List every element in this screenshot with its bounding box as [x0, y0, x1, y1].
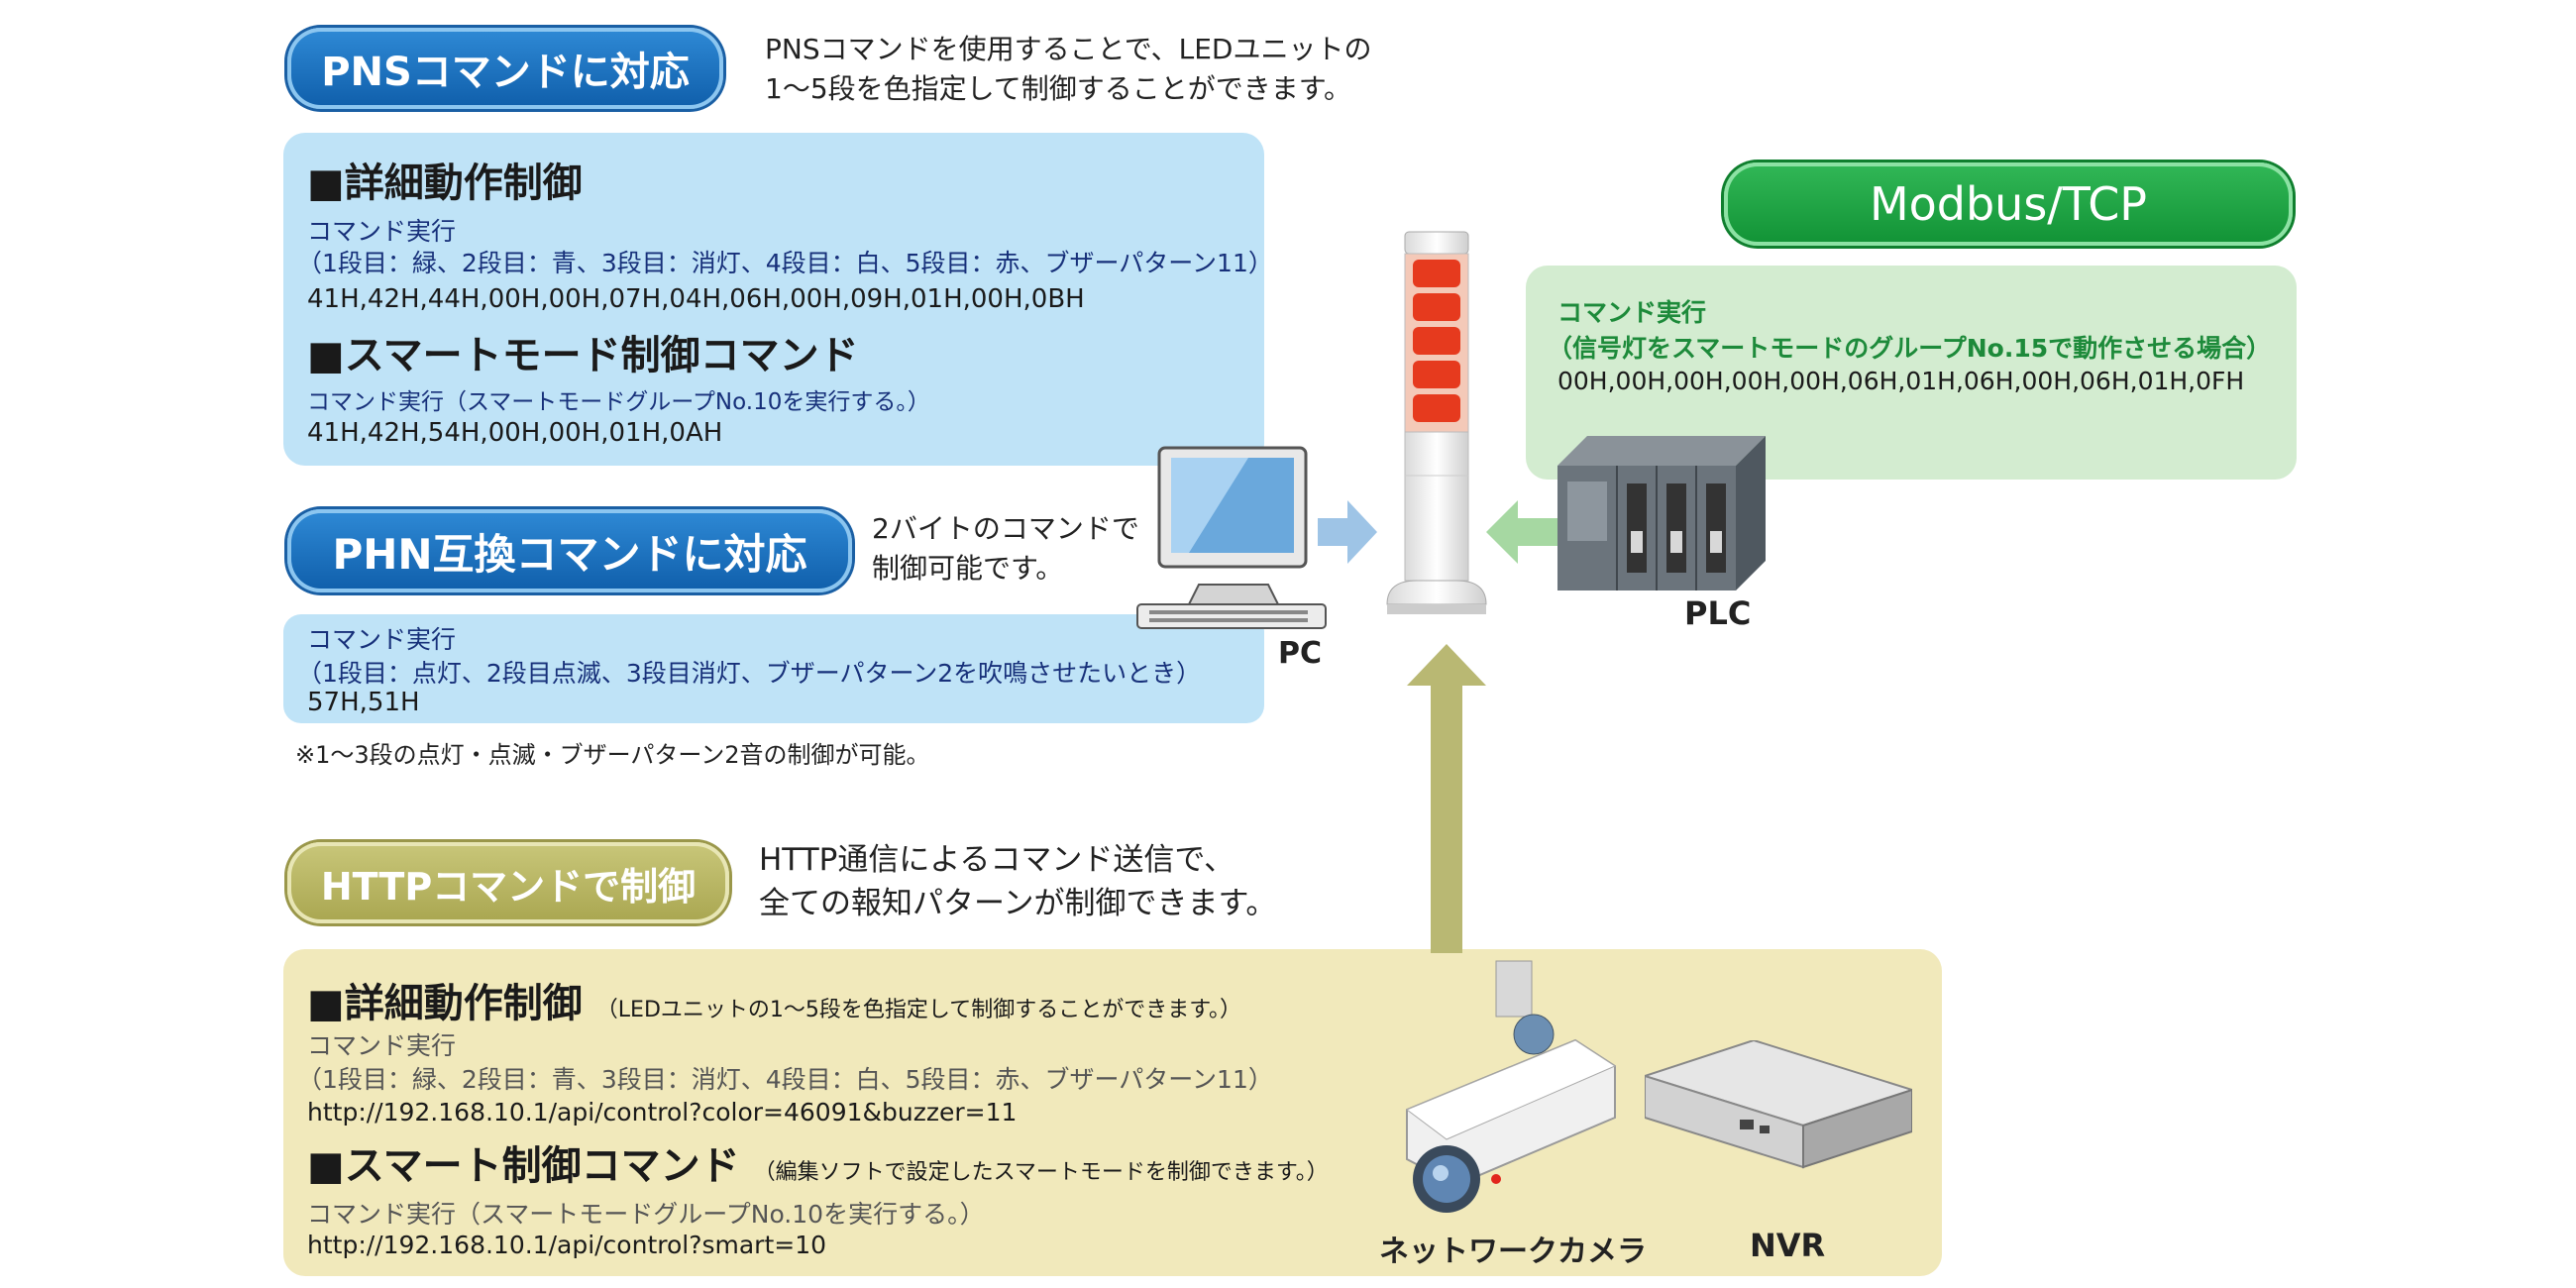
http-detail-cmd-label: コマンド実行 [307, 1031, 457, 1060]
http-detail-heading: ■詳細動作制御 （LEDユニットの1〜5段を色指定して制御することができます。） [307, 971, 1241, 1028]
phn-code: 57H,51H [307, 688, 420, 717]
plc-to-tower-arrow [1486, 500, 1563, 564]
phn-desc-line1: 2バイトのコマンドで [872, 512, 1139, 545]
pns-smart-heading: ■スマートモード制御コマンド [307, 333, 859, 378]
http-smart-heading: ■スマート制御コマンド （編集ソフトで設定したスマートモードを制御できます。） [307, 1133, 1329, 1191]
http-desc: HTTP通信によるコマンド送信で、 全ての報知パターンが制御できます。 [759, 838, 1276, 925]
nvr-label: NVR [1750, 1227, 1826, 1264]
http-pill: HTTPコマンドで制御 [287, 842, 729, 923]
plc-label: PLC [1684, 594, 1752, 632]
modbus-cmd-desc: （信号灯をスマートモードのグループNo.15で動作させる場合） [1548, 334, 2272, 363]
http-desc-line2: 全ての報知パターンが制御できます。 [759, 886, 1277, 921]
http-detail-heading-text: ■詳細動作制御 [307, 981, 583, 1026]
pns-desc-line1: PNSコマンドを使用することで、LEDユニットの [765, 33, 1372, 65]
pns-detail-cmd-desc: （1段目：緑、2段目：青、3段目：消灯、4段目：白、5段目：赤、ブザーパターン1… [297, 249, 1273, 277]
modbus-code: 00H,00H,00H,00H,00H,06H,01H,06H,00H,06H,… [1557, 367, 2245, 395]
http-smart-url: http://192.168.10.1/api/control?smart=10 [307, 1231, 827, 1259]
http-detail-url: http://192.168.10.1/api/control?color=46… [307, 1098, 1018, 1127]
http-detail-cmd-desc: （1段目：緑、2段目：青、3段目：消灯、4段目：白、5段目：赤、ブザーパターン1… [297, 1065, 1273, 1094]
camera-label: ネットワークカメラ [1379, 1234, 1647, 1269]
pns-desc-line2: 1〜5段を色指定して制御することができます。 [765, 72, 1351, 105]
http-detail-heading-note: （LEDユニットの1〜5段を色指定して制御することができます。） [595, 998, 1242, 1022]
pc-icon [1136, 446, 1327, 629]
pc-to-tower-arrow [1318, 500, 1377, 564]
phn-cmd-desc: （1段目：点灯、2段目点滅、3段目消灯、ブザーパターン2を吹鳴させたいとき） [297, 659, 1202, 688]
pns-pill: PNSコマンドに対応 [287, 28, 723, 109]
plc-icon [1557, 436, 1766, 590]
nvr-icon [1645, 1040, 1912, 1169]
signal-tower-icon [1386, 231, 1487, 614]
phn-cmd-label: コマンド実行 [307, 625, 457, 654]
phn-desc: 2バイトのコマンドで 制御可能です。 [872, 509, 1139, 589]
pc-label: PC [1278, 636, 1323, 671]
pns-box [283, 133, 1264, 466]
http-smart-heading-text: ■スマート制御コマンド [307, 1143, 740, 1189]
http-smart-cmd: コマンド実行（スマートモードグループNo.10を実行する。） [307, 1200, 985, 1229]
phn-box [283, 614, 1264, 723]
modbus-cmd-label: コマンド実行 [1557, 298, 1707, 327]
pns-detail-code: 41H,42H,44H,00H,00H,07H,04H,06H,00H,09H,… [307, 284, 1085, 314]
phn-desc-line2: 制御可能です。 [872, 552, 1064, 585]
pns-smart-cmd: コマンド実行（スマートモードグループNo.10を実行する。） [307, 389, 930, 415]
pns-desc: PNSコマンドを使用することで、LEDユニットの 1〜5段を色指定して制御するこ… [765, 30, 1372, 109]
phn-pill: PHN互換コマンドに対応 [287, 509, 852, 592]
pns-smart-code: 41H,42H,54H,00H,00H,01H,0AH [307, 418, 723, 448]
network-camera-icon [1405, 960, 1617, 1213]
pns-detail-heading: ■詳細動作制御 [307, 161, 583, 206]
pns-detail-cmd-label: コマンド実行 [307, 217, 457, 246]
http-to-tower-arrow [1407, 644, 1486, 953]
modbus-pill: Modbus/TCP [1724, 162, 2293, 246]
phn-note: ※1〜3段の点灯・点滅・ブザーパターン2音の制御が可能。 [295, 741, 930, 769]
http-smart-heading-note: （編集ソフトで設定したスマートモードを制御できます。） [753, 1160, 1329, 1185]
http-desc-line1: HTTP通信によるコマンド送信で、 [759, 842, 1235, 878]
